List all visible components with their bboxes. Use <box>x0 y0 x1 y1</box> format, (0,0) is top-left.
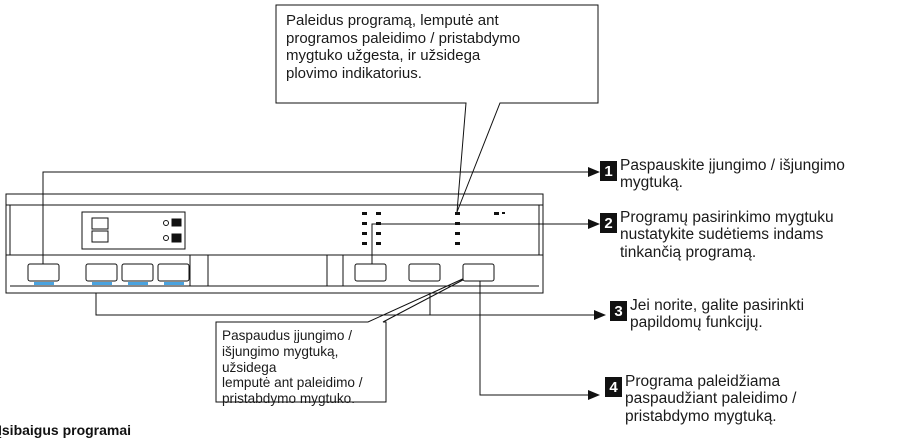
step-3: 3 Jei norite, galite pasirinkti papildom… <box>610 297 804 332</box>
bottom-callout-box <box>215 271 479 403</box>
control-panel <box>5 193 544 294</box>
step-1-number: 1 <box>600 161 617 181</box>
section-heading: Įsibaigus programai <box>0 422 132 438</box>
leader-lines <box>42 171 596 396</box>
power-button <box>27 263 60 282</box>
display-window <box>81 211 186 250</box>
step-2-text: Programų pasirinkimo mygtuku nustatykite… <box>620 209 834 261</box>
indicator-dots <box>362 212 505 245</box>
step-1-text: Paspauskite įjungimo / išjungimo mygtuką… <box>620 157 845 192</box>
step-3-number: 3 <box>610 301 627 321</box>
step-2-number: 2 <box>600 213 617 233</box>
top-callout-box <box>275 4 599 213</box>
panel-buttons <box>27 263 495 282</box>
step-4-number: 4 <box>605 377 622 397</box>
option-button-2 <box>121 263 154 282</box>
option-button-3 <box>157 263 190 282</box>
arrow-heads <box>588 167 606 400</box>
step-2: 2 Programų pasirinkimo mygtuku nustatyki… <box>600 209 834 261</box>
bottom-callout-text: Paspaudus įjungimo / išjungimo mygtuką, … <box>222 328 363 407</box>
blue-indicators <box>34 282 184 285</box>
extra-button <box>408 263 441 282</box>
option-button-1 <box>85 263 118 282</box>
top-callout-text: Paleidus programą, lemputė ant programos… <box>286 12 521 83</box>
step-3-text: Jei norite, galite pasirinkti papildomų … <box>630 297 805 332</box>
program-button <box>354 263 387 282</box>
step-1: 1 Paspauskite įjungimo / išjungimo mygtu… <box>600 157 845 192</box>
start-pause-button <box>462 263 495 282</box>
step-4-text: Programa paleidžiama paspaudžiant paleid… <box>625 373 797 425</box>
step-4: 4 Programa paleidžiama paspaudžiant pale… <box>605 373 796 425</box>
